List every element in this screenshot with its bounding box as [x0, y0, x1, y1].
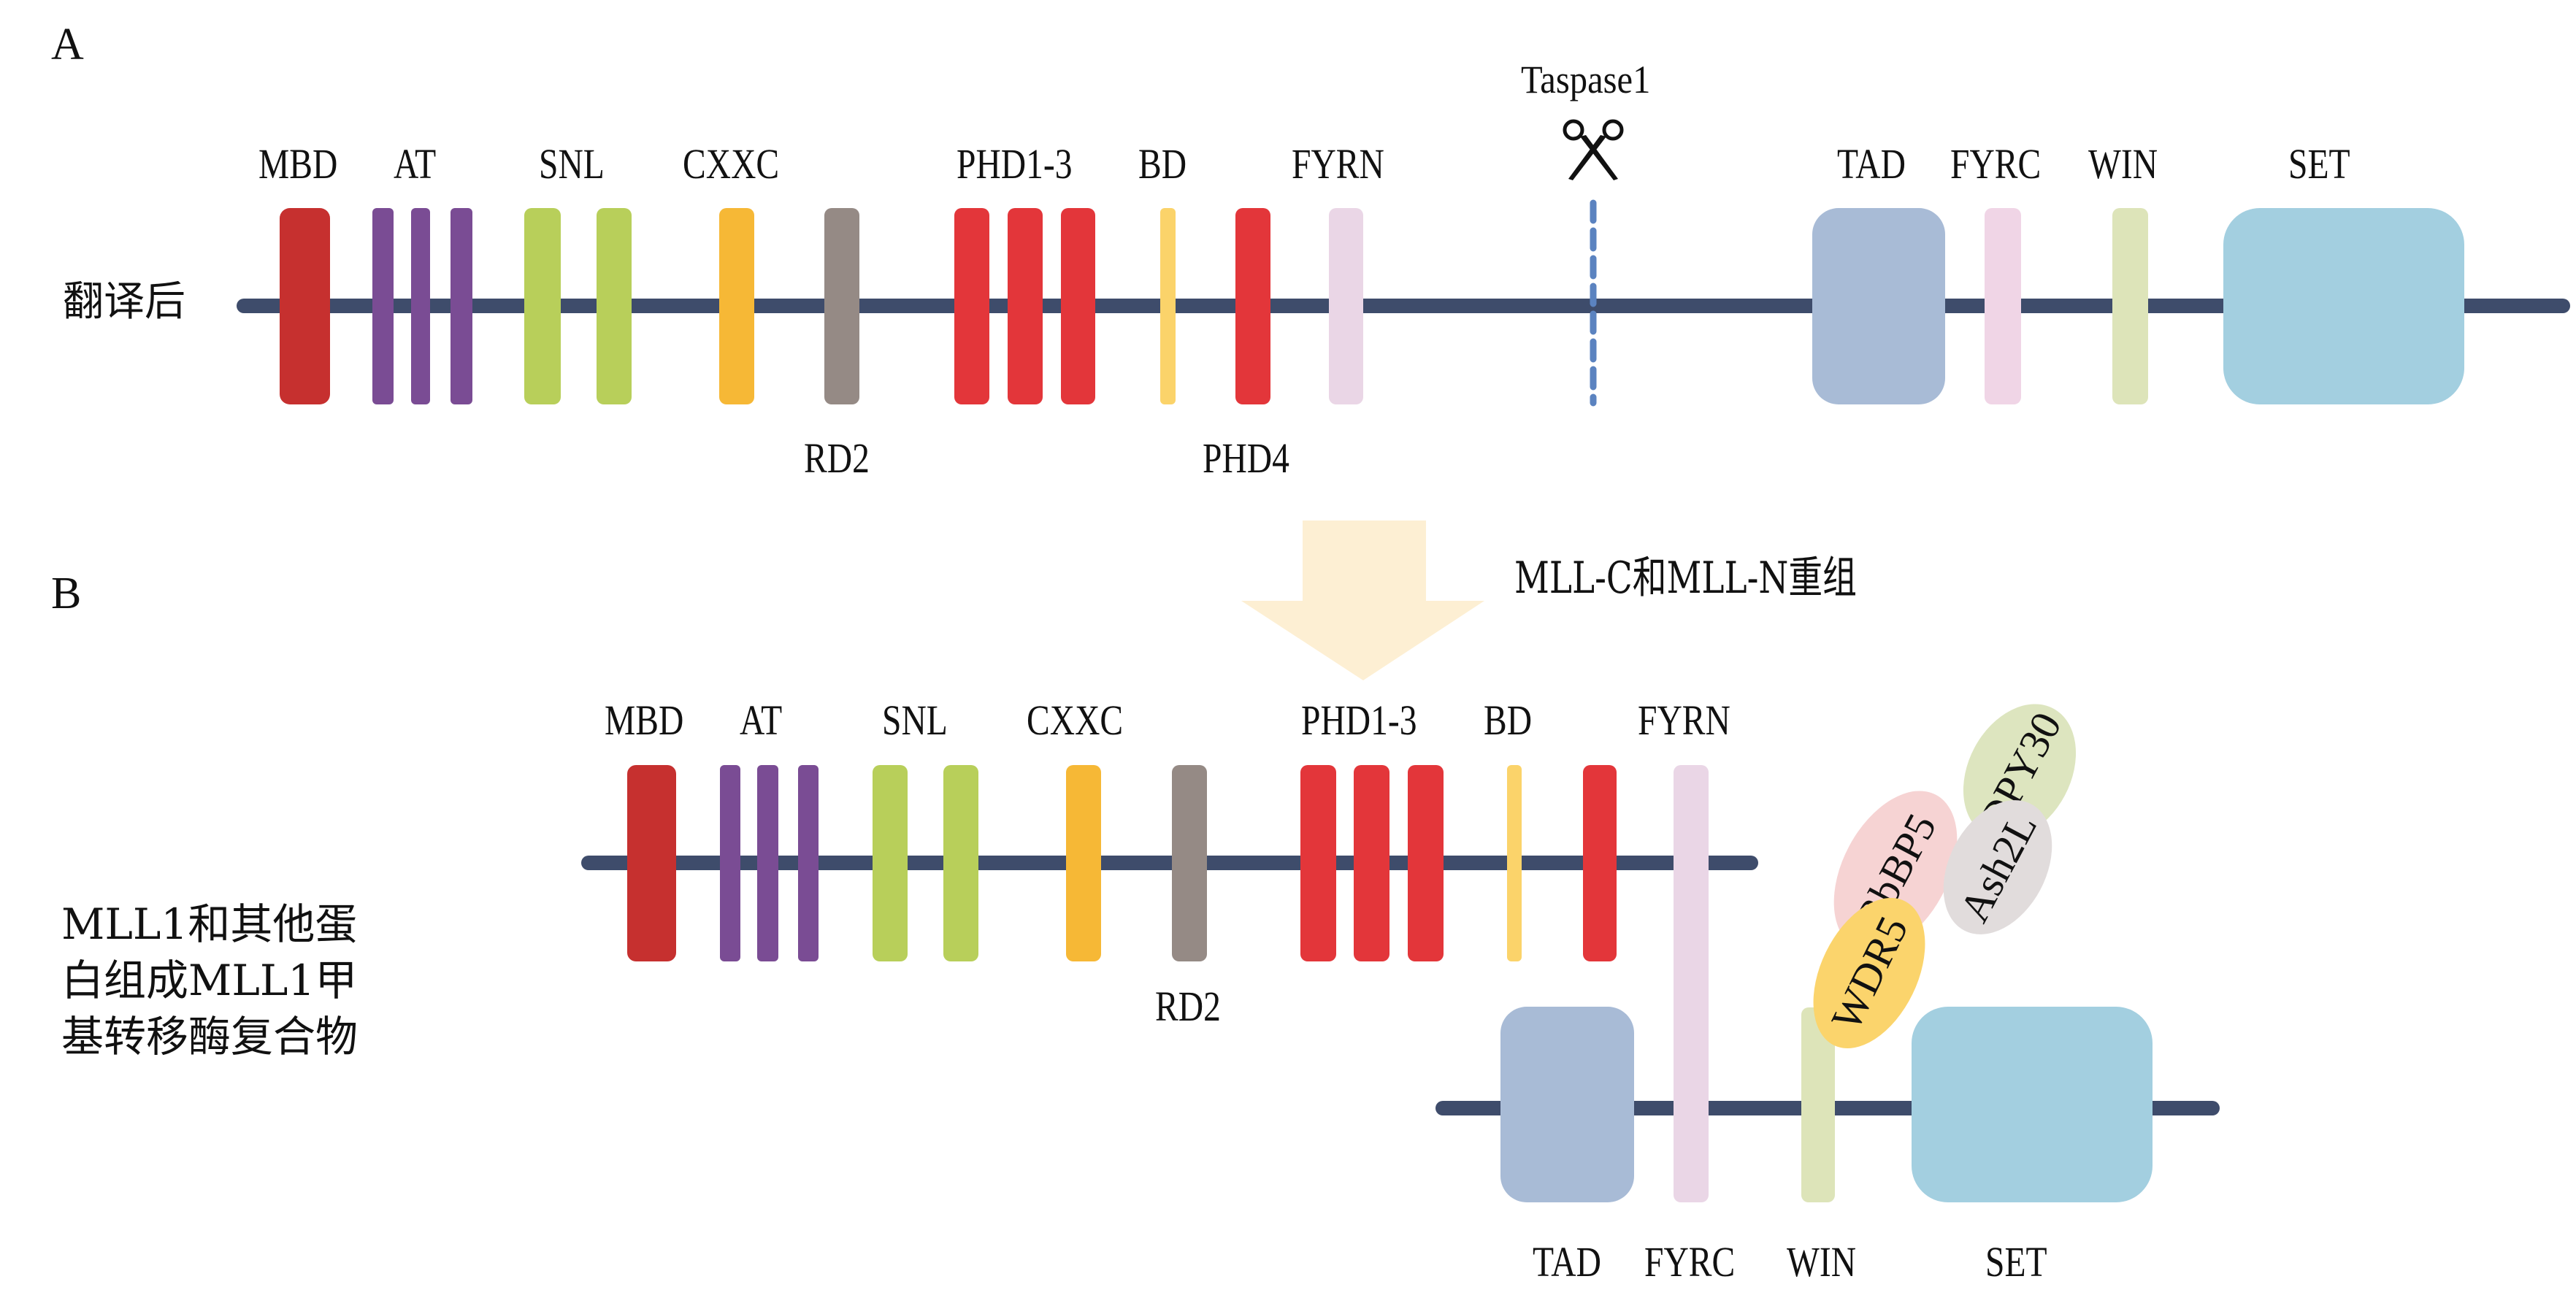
b-label-at: AT [740, 696, 783, 744]
b-domain-phd2 [1354, 765, 1389, 961]
a-label-phd1-3: PHD1-3 [957, 140, 1073, 188]
panel-b-letter: B [51, 569, 82, 618]
domain-win [2112, 208, 2148, 404]
b-domain-at2 [757, 765, 778, 961]
b-domain-phd4 [1583, 765, 1617, 961]
a-label-cxxc: CXXC [683, 140, 780, 188]
domain-tad [1812, 208, 1945, 404]
b-domain-at3 [798, 765, 819, 961]
domain-phd2 [1008, 208, 1043, 404]
domain-phd1 [954, 208, 989, 404]
b-domain-phd3 [1408, 765, 1444, 961]
b-label-fyrn: FYRN [1638, 696, 1730, 744]
b-label-bd: BD [1484, 696, 1533, 744]
domain-snl2 [597, 208, 632, 404]
protein-ash2l: Ash2L [1943, 800, 2052, 934]
taspase1-label: Taspase1 [1521, 58, 1651, 101]
b-label-win: WIN [1787, 1238, 1857, 1286]
panel-b-description: MLL1和其他蛋 白组成MLL1甲 基转移酶复合物 [61, 896, 358, 1065]
a-label-bd: BD [1138, 140, 1187, 188]
panel-a-letter: A [51, 20, 84, 69]
scissors-icon [1563, 119, 1624, 180]
b-domain-fyrn [1674, 765, 1709, 1202]
domain-phd4 [1235, 208, 1270, 404]
domain-at2 [411, 208, 430, 404]
a-label-rd2: RD2 [804, 434, 870, 482]
description-line-3: 基转移酶复合物 [61, 1012, 359, 1061]
domain-rd2 [824, 208, 859, 404]
domain-at3 [451, 208, 472, 404]
domain-set [2223, 208, 2464, 404]
a-label-fyrn: FYRN [1292, 140, 1384, 188]
description-line-2: 白组成MLL1甲 [61, 956, 358, 1005]
protein-oval-ash2l [1943, 800, 2052, 934]
panel-a-domains [280, 208, 2464, 404]
b-domain-mbd [627, 765, 676, 961]
description-line-1: MLL1和其他蛋 [61, 899, 358, 949]
b-domain-win [1801, 1007, 1835, 1202]
a-label-win: WIN [2088, 140, 2158, 188]
panel-b-domains [627, 765, 2153, 1202]
b-label-mbd: MBD [605, 696, 684, 744]
a-label-snl: SNL [539, 140, 605, 188]
a-label-set: SET [2288, 140, 2350, 188]
a-label-mbd: MBD [258, 140, 338, 188]
b-domain-tad [1500, 1007, 1634, 1202]
domain-mbd [280, 208, 330, 404]
b-label-phd1-3: PHD1-3 [1301, 696, 1417, 744]
b-domain-set [1912, 1007, 2153, 1202]
domain-fyrc [1985, 208, 2021, 404]
b-label-set: SET [1985, 1238, 2047, 1286]
domain-phd3 [1061, 208, 1095, 404]
b-label-snl: SNL [882, 696, 948, 744]
protein-oval-wdr5 [1813, 897, 1925, 1049]
domain-snl1 [524, 208, 561, 404]
a-label-tad: TAD [1837, 140, 1906, 188]
domain-at1 [372, 208, 394, 404]
panel-a-row-label: 翻译后 [63, 278, 185, 326]
domain-cxxc [719, 208, 754, 404]
b-domain-snl2 [943, 765, 978, 961]
b-domain-at1 [720, 765, 740, 961]
domain-bd [1160, 208, 1176, 404]
b-domain-snl1 [873, 765, 908, 961]
b-domain-bd [1507, 765, 1522, 961]
b-label-tad: TAD [1533, 1238, 1601, 1286]
domain-fyrn [1329, 208, 1363, 404]
b-domain-rd2 [1172, 765, 1207, 961]
down-arrow-icon [1241, 521, 1484, 680]
a-label-at: AT [394, 140, 437, 188]
a-label-phd4: PHD4 [1203, 434, 1289, 482]
recombination-label: MLL-C和MLL-N重组 [1514, 553, 1857, 604]
b-label-cxxc: CXXC [1027, 696, 1124, 744]
b-label-rd2: RD2 [1155, 983, 1221, 1030]
b-domain-phd1 [1300, 765, 1336, 961]
a-label-fyrc: FYRC [1950, 140, 2042, 188]
b-domain-cxxc [1066, 765, 1101, 961]
protein-oval-dpy30 [1963, 704, 2077, 840]
b-label-fyrc: FYRC [1644, 1238, 1736, 1286]
